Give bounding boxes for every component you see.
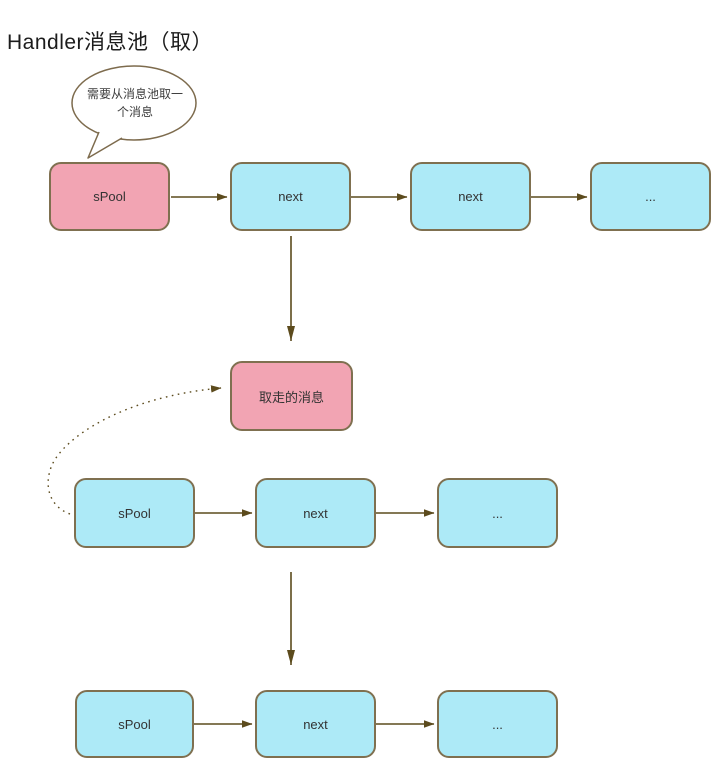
speech-bubble-text: 需要从消息池取一 个消息 [77,85,193,121]
node-row2-next: next [255,478,376,548]
node-row1-next1: next [230,162,351,231]
speech-bubble-tail [87,131,123,159]
speech-bubble-ellipse [71,65,197,141]
node-row3-next: next [255,690,376,758]
page-title: Handler消息池（取） [7,31,214,54]
node-row1-spool: sPool [49,162,170,231]
node-row2-more: ... [437,478,558,548]
node-taken-message: 取走的消息 [230,361,353,431]
node-row3-more: ... [437,690,558,758]
speech-bubble-line-1: 需要从消息池取一 [86,87,183,101]
node-row3-spool: sPool [75,690,194,758]
node-row1-next2: next [410,162,531,231]
node-row2-spool: sPool [74,478,195,548]
node-row1-more: ... [590,162,711,231]
speech-bubble-line-2: 个消息 [116,105,153,119]
